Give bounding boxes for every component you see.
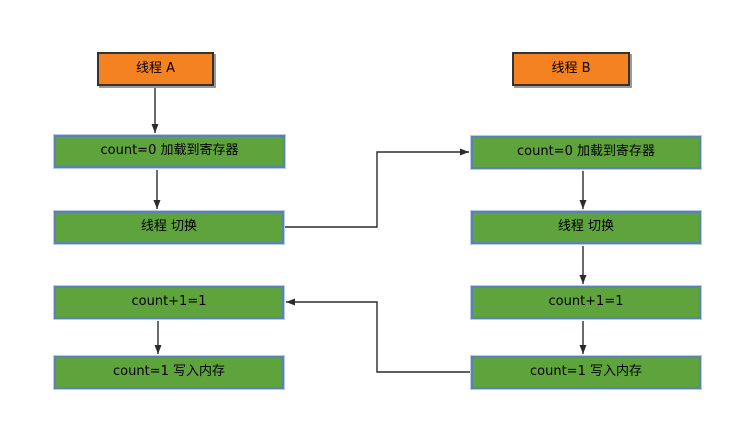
thread-a-header-box: 线程 A [97,52,214,86]
thread-a-step-load-register: count=0 加载到寄存器 [54,135,285,168]
thread-a-step-increment: count+1=1 [54,286,284,319]
thread-b-step-write-memory: count=1 写入内存 [471,356,701,389]
thread-a-step-write-memory: count=1 写入内存 [54,356,284,389]
thread-a-step-context-switch: 线程 切换 [54,211,284,244]
thread-b-header-box: 线程 B [512,52,630,86]
connector-writeB-to-incA [286,298,471,373]
connector-switchA-to-loadB [284,148,469,228]
thread-b-step-context-switch: 线程 切换 [471,211,701,244]
thread-b-step-load-register: count=0 加载到寄存器 [471,136,701,169]
thread-b-step-increment: count+1=1 [471,286,701,319]
